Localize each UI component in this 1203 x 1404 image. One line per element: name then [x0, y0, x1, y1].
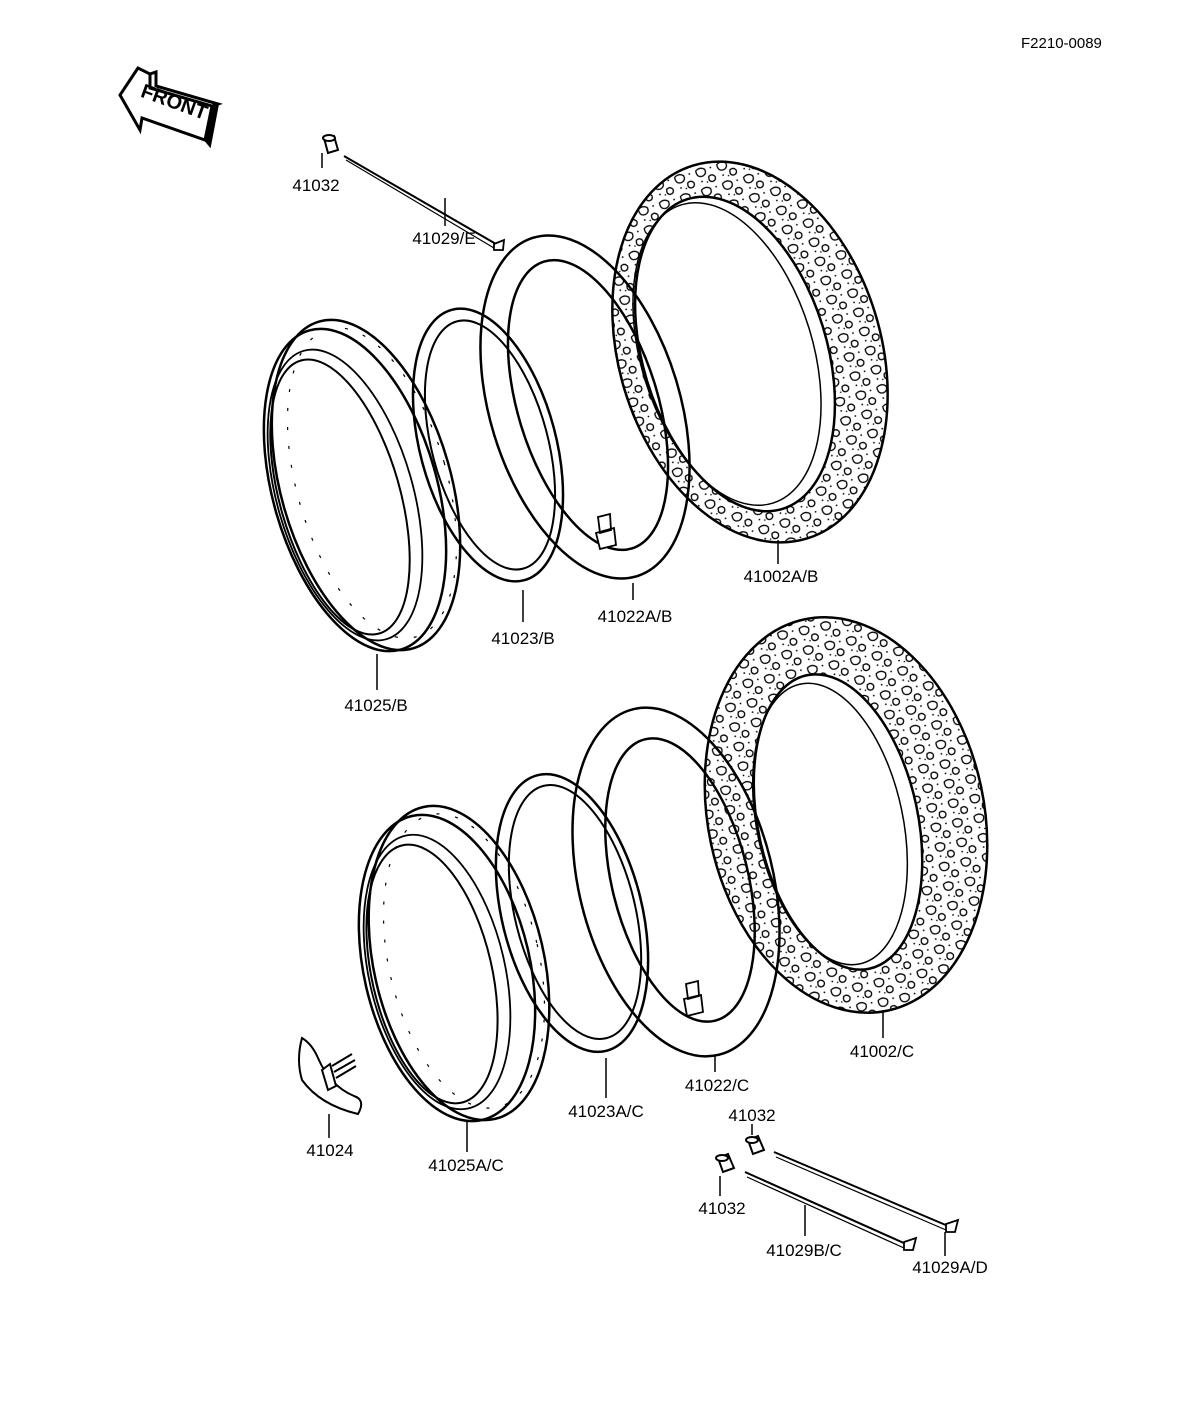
- spoke-rear-b: [744, 1171, 918, 1251]
- label-tube-rear: 41022/C: [684, 1076, 750, 1095]
- tube-rear: [571, 706, 781, 1072]
- spoke-cap-top: [321, 134, 340, 168]
- front-arrow: FRONT: [118, 66, 224, 149]
- diagram-code: F2210-0089: [1021, 35, 1102, 52]
- label-spoke-rear-b: 41029B/C: [766, 1241, 842, 1260]
- spoke-cap-rear-lower: [715, 1152, 736, 1196]
- label-rim-rear: 41025A/C: [428, 1156, 504, 1175]
- label-spoke-rear-a: 41029A/D: [912, 1258, 988, 1277]
- rim-lock: [298, 1036, 363, 1138]
- rim-front: [262, 318, 462, 690]
- spoke-top: [343, 155, 506, 251]
- label-spoke-cap-top: 41032: [292, 176, 340, 195]
- tube-front: [479, 234, 691, 600]
- rim-rear: [357, 804, 551, 1152]
- label-rim-lock: 41024: [306, 1141, 354, 1160]
- label-spoke-top: 41029/E: [412, 229, 476, 248]
- tire-rear: [703, 616, 989, 1038]
- label-spoke-cap-rear-lower: 41032: [698, 1199, 746, 1218]
- label-rimband-rear: 41023A/C: [568, 1102, 644, 1121]
- label-tube-front: 41022A/B: [597, 607, 673, 626]
- label-rimband-front: 41023/B: [491, 629, 555, 648]
- spoke-cap-rear-upper: [745, 1124, 766, 1156]
- rimband-front: [411, 307, 565, 622]
- label-rim-front: 41025/B: [344, 696, 408, 715]
- rimband-rear: [494, 772, 650, 1098]
- label-spoke-cap-rear-upper: 41032: [728, 1106, 776, 1125]
- label-tire-front: 41002A/B: [743, 567, 819, 586]
- label-tire-rear: 41002/C: [849, 1042, 915, 1061]
- tire-front: [611, 160, 889, 564]
- spoke-rear-a: [773, 1151, 960, 1256]
